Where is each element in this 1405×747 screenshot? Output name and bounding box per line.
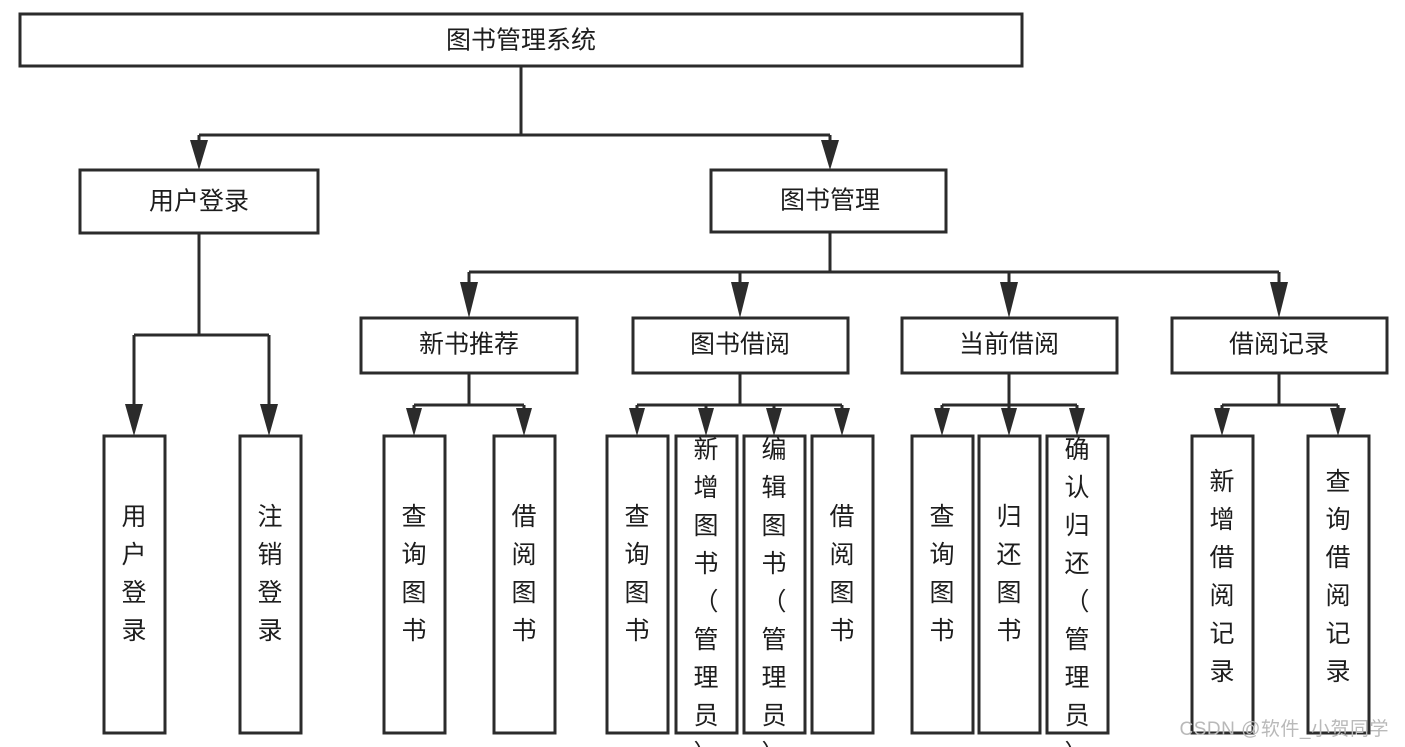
node-current-borrow-box[interactable] xyxy=(900,316,1119,375)
leaf-add-record[interactable]: 新增借阅记录 xyxy=(1190,434,1255,735)
arrow-to-leaf-query-book-1 xyxy=(406,408,422,436)
node-new-book-recommend[interactable]: 新书推荐 xyxy=(359,316,579,375)
arrow-to-leaf-user-login xyxy=(125,404,143,436)
node-book-manage[interactable]: 图书管理 xyxy=(709,168,948,234)
node-current-borrow-label: 当前借阅 xyxy=(959,331,1059,359)
node-root-label: 图书管理系统 xyxy=(446,27,596,55)
arrow-to-leaf-edit-book xyxy=(766,408,782,436)
leaf-borrow-book-2[interactable]: 借阅图书 xyxy=(810,434,875,735)
leaf-query-book-3-box[interactable] xyxy=(910,434,975,735)
leaf-user-logout[interactable]: 注销登录 xyxy=(238,434,303,735)
leaf-borrow-book-2-box[interactable] xyxy=(810,434,875,735)
leaf-borrow-book-1[interactable]: 借阅图书 xyxy=(492,434,557,735)
leaf-query-book-1[interactable]: 查询图书 xyxy=(382,434,447,735)
leaf-add-record-box[interactable] xyxy=(1190,434,1255,735)
connectors-new-book-recommend xyxy=(406,373,532,436)
leaf-query-book-3-label: 查询图书 xyxy=(929,503,954,645)
node-new-book-recommend-box[interactable] xyxy=(359,316,579,375)
arrow-to-current-borrow xyxy=(1000,282,1018,318)
leaf-add-book[interactable]: 新增图书（管理员） xyxy=(674,434,739,747)
leaf-borrow-book-1-label: 借阅图书 xyxy=(511,503,536,645)
connectors-user-login xyxy=(125,233,278,436)
node-borrow-record[interactable]: 借阅记录 xyxy=(1170,316,1389,375)
leaf-add-record-label: 新增借阅记录 xyxy=(1209,468,1234,686)
leaf-return-book[interactable]: 归还图书 xyxy=(977,434,1042,735)
node-user-login[interactable]: 用户登录 xyxy=(78,168,320,235)
arrow-to-leaf-confirm-return xyxy=(1069,408,1085,436)
leaf-query-book-1-box[interactable] xyxy=(382,434,447,735)
node-user-login-box[interactable] xyxy=(78,168,320,235)
leaf-add-book-box[interactable] xyxy=(674,434,739,735)
arrow-to-leaf-borrow-book-1 xyxy=(516,408,532,436)
arrow-to-user-login xyxy=(190,140,208,170)
leaf-query-book-2-box[interactable] xyxy=(605,434,670,735)
arrow-to-leaf-borrow-book-2 xyxy=(834,408,850,436)
leaf-confirm-return-box[interactable] xyxy=(1045,434,1110,735)
leaf-user-logout-box[interactable] xyxy=(238,434,303,735)
node-book-manage-label: 图书管理 xyxy=(780,187,880,215)
arrow-to-leaf-query-record xyxy=(1330,408,1346,436)
arrow-to-leaf-add-book xyxy=(698,408,714,436)
node-book-borrow-label: 图书借阅 xyxy=(690,331,790,359)
leaf-user-login-box[interactable] xyxy=(102,434,167,735)
arrow-to-leaf-user-logout xyxy=(260,404,278,436)
leaf-confirm-return[interactable]: 确认归还（管理员） xyxy=(1045,434,1110,747)
leaf-edit-book-box[interactable] xyxy=(742,434,807,735)
arrow-to-leaf-add-record xyxy=(1214,408,1230,436)
leaf-edit-book[interactable]: 编辑图书（管理员） xyxy=(742,434,807,747)
leaf-query-record[interactable]: 查询借阅记录 xyxy=(1306,434,1371,735)
leaf-confirm-return-label: 确认归还（管理员） xyxy=(1064,436,1089,747)
node-user-login-label: 用户登录 xyxy=(149,188,249,216)
leaf-query-record-box[interactable] xyxy=(1306,434,1371,735)
leaf-return-book-box[interactable] xyxy=(977,434,1042,735)
leaf-return-book-label: 归还图书 xyxy=(996,503,1021,645)
connectors-current-borrow xyxy=(934,373,1085,436)
leaf-query-record-label: 查询借阅记录 xyxy=(1325,468,1350,686)
arrow-to-new-book-recommend xyxy=(460,282,478,318)
arrow-to-leaf-query-book-2 xyxy=(629,408,645,436)
node-new-book-recommend-label: 新书推荐 xyxy=(419,331,519,359)
leaf-borrow-book-1-box[interactable] xyxy=(492,434,557,735)
arrow-to-borrow-record xyxy=(1270,282,1288,318)
leaf-edit-book-label: 编辑图书（管理员） xyxy=(761,436,786,747)
node-root[interactable]: 图书管理系统 xyxy=(18,12,1024,68)
node-book-borrow-box[interactable] xyxy=(631,316,850,375)
node-root-box[interactable] xyxy=(18,12,1024,68)
connectors-root xyxy=(190,66,839,170)
leaf-query-book-1-label: 查询图书 xyxy=(401,503,426,645)
arrow-to-leaf-return-book xyxy=(1001,408,1017,436)
arrow-to-book-manage xyxy=(821,140,839,170)
leaf-query-book-3[interactable]: 查询图书 xyxy=(910,434,975,735)
connectors-book-manage xyxy=(460,232,1288,318)
leaf-user-login[interactable]: 用户登录 xyxy=(102,434,167,735)
node-borrow-record-box[interactable] xyxy=(1170,316,1389,375)
connectors-borrow-record xyxy=(1214,373,1346,436)
leaf-user-logout-label: 注销登录 xyxy=(257,503,282,645)
arrow-to-leaf-query-book-3 xyxy=(934,408,950,436)
arrow-to-book-borrow xyxy=(731,282,749,318)
connectors-book-borrow xyxy=(629,373,850,436)
leaf-query-book-2-label: 查询图书 xyxy=(624,503,649,645)
leaf-query-book-2[interactable]: 查询图书 xyxy=(605,434,670,735)
node-current-borrow[interactable]: 当前借阅 xyxy=(900,316,1119,375)
node-book-borrow[interactable]: 图书借阅 xyxy=(631,316,850,375)
leaf-add-book-label: 新增图书（管理员） xyxy=(693,436,718,747)
leaf-user-login-label: 用户登录 xyxy=(121,503,146,645)
node-book-manage-box[interactable] xyxy=(709,168,948,234)
leaf-borrow-book-2-label: 借阅图书 xyxy=(829,503,854,645)
node-borrow-record-label: 借阅记录 xyxy=(1229,331,1329,359)
